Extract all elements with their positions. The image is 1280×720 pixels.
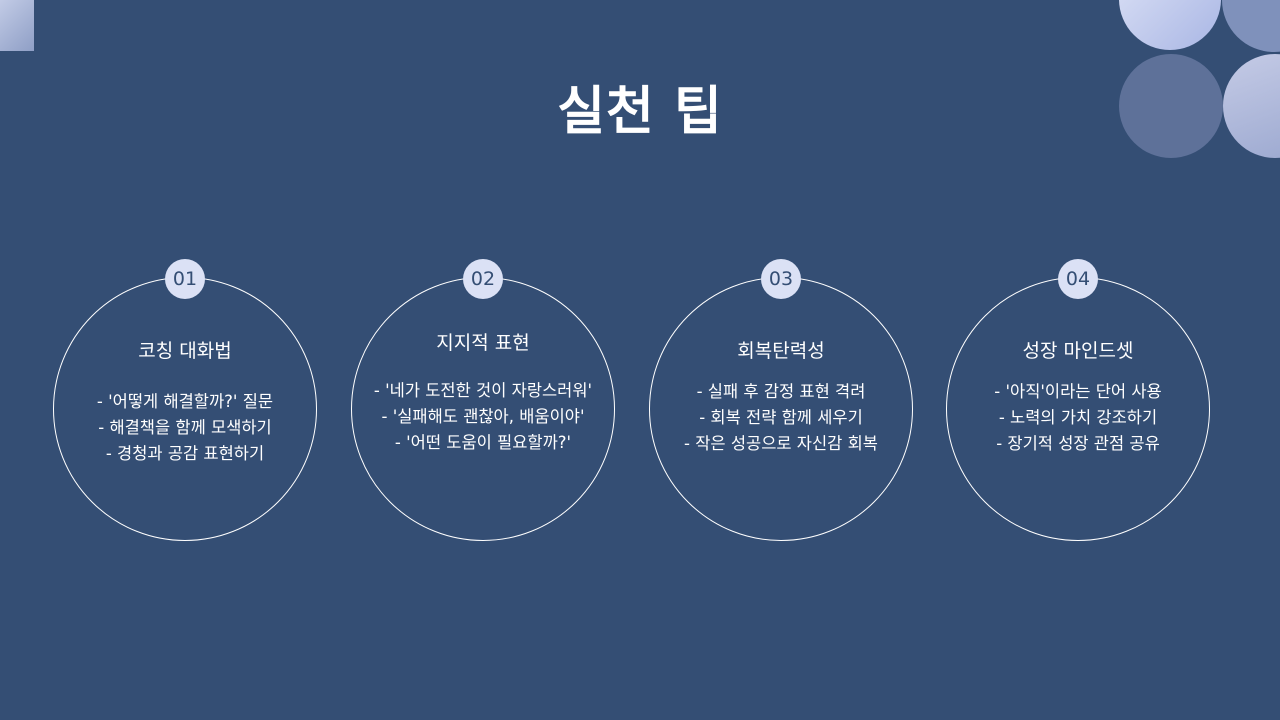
card-lines: - '어떻게 해결할까?' 질문 - 해결책을 함께 모색하기 - 경청과 공감… [54, 389, 316, 467]
tip-card-coaching: 01 코칭 대화법 - '어떻게 해결할까?' 질문 - 해결책을 함께 모색하… [53, 259, 317, 541]
card-line: - 경청과 공감 표현하기 [105, 444, 265, 463]
card-title: 성장 마인드셋 [1022, 340, 1134, 362]
card-line: - '아직'이라는 단어 사용 [994, 382, 1162, 401]
card-title: 코칭 대화법 [138, 340, 232, 362]
card-title: 회복탄력성 [737, 340, 825, 362]
card-title: 지지적 표현 [436, 332, 530, 354]
decorative-circle [1222, 0, 1280, 52]
number-badge: 03 [761, 259, 801, 299]
number-badge: 02 [463, 259, 503, 299]
decorative-circle [1119, 54, 1223, 158]
number-badge: 04 [1058, 259, 1098, 299]
slide-title: 실천 팁 [557, 82, 723, 142]
card-line: - '실패해도 괜찮아, 배움이야' [381, 407, 585, 426]
card-line: - '네가 도전한 것이 자랑스러워' [373, 381, 593, 400]
card-line: - 작은 성공으로 자신감 회복 [684, 434, 878, 453]
decorative-circle [1119, 0, 1221, 50]
tip-card-resilience: 03 회복탄력성 - 실패 후 감정 표현 격려 - 회복 전략 함께 세우기 … [649, 259, 913, 541]
card-lines: - 실패 후 감정 표현 격려 - 회복 전략 함께 세우기 - 작은 성공으로… [650, 379, 912, 457]
card-line: - 노력의 가치 강조하기 [998, 408, 1158, 427]
corner-decoration [0, 0, 34, 51]
tip-card-supportive: 02 지지적 표현 - '네가 도전한 것이 자랑스러워' - '실패해도 괜찮… [351, 259, 615, 541]
card-line: - 장기적 성장 관점 공유 [996, 434, 1160, 453]
card-lines: - '아직'이라는 단어 사용 - 노력의 가치 강조하기 - 장기적 성장 관… [947, 379, 1209, 457]
tip-card-growth-mindset: 04 성장 마인드셋 - '아직'이라는 단어 사용 - 노력의 가치 강조하기… [946, 259, 1210, 541]
card-line: - '어떻게 해결할까?' 질문 [96, 392, 274, 411]
card-lines: - '네가 도전한 것이 자랑스러워' - '실패해도 괜찮아, 배움이야' -… [352, 378, 614, 456]
card-line: - 회복 전략 함께 세우기 [699, 408, 863, 427]
card-line: - 실패 후 감정 표현 격려 [696, 382, 866, 401]
card-line: - 해결책을 함께 모색하기 [98, 418, 272, 437]
number-badge: 01 [165, 259, 205, 299]
card-line: - '어떤 도움이 필요할까?' [394, 433, 572, 452]
